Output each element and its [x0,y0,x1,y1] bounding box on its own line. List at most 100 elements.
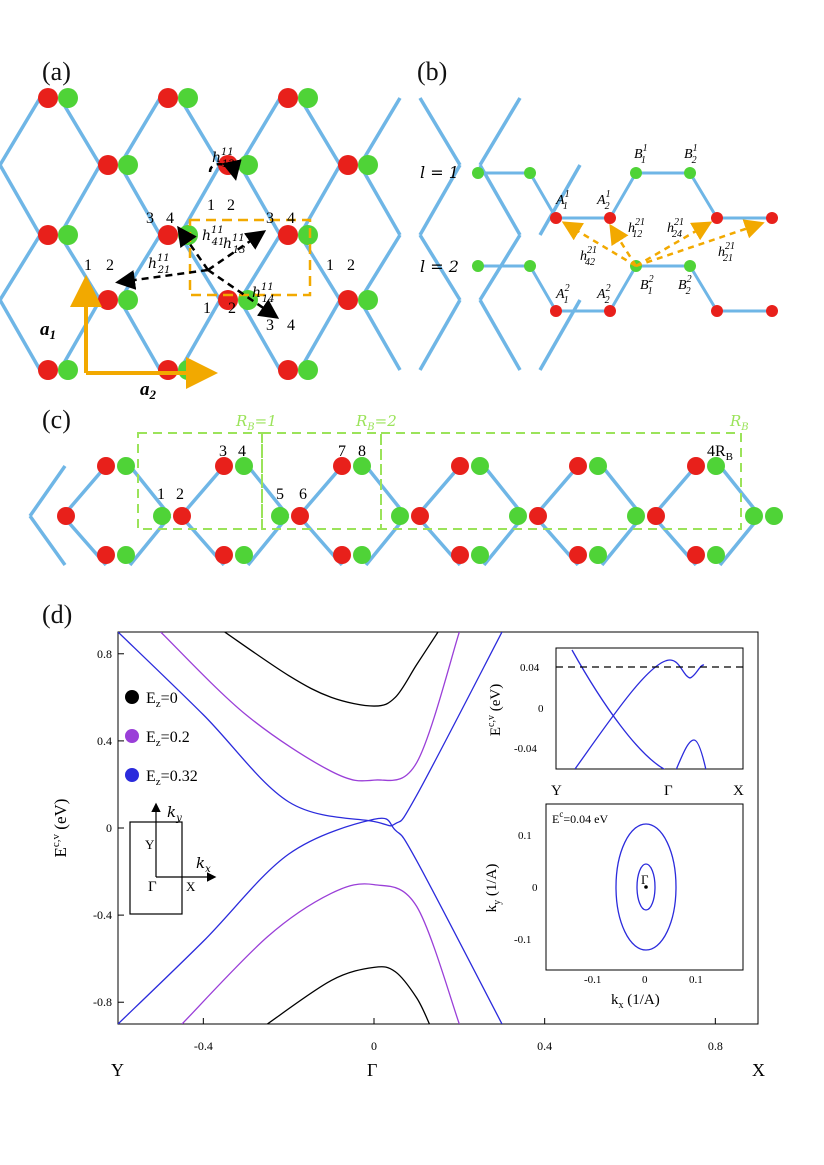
svg-text:2: 2 [228,300,236,317]
svg-text:2: 2 [176,486,184,503]
svg-text:4: 4 [287,210,295,227]
lattice-a [0,88,582,380]
svg-text:5: 5 [276,486,284,503]
svg-text:Ec=0.04 eV: Ec=0.04 eV [552,809,608,826]
svg-text:Γ: Γ [641,872,649,887]
svg-text:1: 1 [84,257,92,274]
layer1-label: l = 1 [420,163,459,182]
svg-text:-0.04: -0.04 [514,743,537,755]
main-xtick: 0 [371,1039,377,1053]
svg-text:A21: A21 [555,283,570,306]
main-ylabel: Ec,v (eV) [50,799,70,858]
band-line [118,632,503,827]
svg-text:0: 0 [642,974,648,986]
svg-text:X: X [733,783,744,799]
svg-text:RB=2: RB=2 [355,412,397,433]
main-xtick: 0.8 [708,1039,723,1053]
main-ytick: 0.8 [97,647,112,661]
svg-text:Ec,v (eV): Ec,v (eV) [486,684,504,736]
svg-text:4: 4 [287,317,295,334]
main-ytick: 0.4 [97,734,112,748]
panel-label-d: (d) [42,600,73,629]
main-ytick: -0.8 [93,995,112,1009]
svg-text:ky (1/A): ky (1/A) [484,864,503,913]
svg-text:kx (1/A): kx (1/A) [611,992,660,1011]
kpoint-Gamma: Γ [367,1060,377,1080]
ribbon-c [28,457,783,567]
svg-text:Ez=0.2: Ez=0.2 [146,729,190,749]
legend: Ez=0 Ez=0.2 Ez=0.32 [125,690,198,788]
svg-text:Y: Y [145,837,155,852]
svg-text:0: 0 [532,882,538,894]
band-line [224,632,439,707]
inset-band [571,649,666,769]
svg-text:7: 7 [338,443,346,460]
panel-label-c: (c) [42,405,71,434]
svg-text:3: 3 [266,210,274,227]
layer2-sites [472,260,778,317]
svg-text:2: 2 [106,257,114,274]
band-line [160,632,460,782]
svg-text:kx: kx [196,854,211,875]
inset-bands: 0.04 0 -0.04 Ec,v (eV) Y Γ X [486,647,744,799]
svg-text:2: 2 [227,197,235,214]
kpoint-X: X [752,1060,765,1080]
svg-text:B22: B22 [678,274,692,297]
svg-text:1: 1 [326,257,334,274]
svg-text:A12: A12 [596,189,611,212]
svg-text:0.04: 0.04 [520,662,540,674]
svg-text:RB=1: RB=1 [235,412,277,433]
svg-text:3: 3 [146,210,154,227]
svg-text:B21: B21 [640,274,654,297]
svg-text:3: 3 [266,317,274,334]
svg-text:1: 1 [207,197,215,214]
svg-text:3: 3 [219,443,227,460]
a2-label: a2 [140,379,157,402]
layer1-sites [472,167,778,224]
inset-band [574,659,705,769]
svg-text:0: 0 [538,703,544,715]
svg-text:Γ: Γ [148,879,157,895]
svg-text:X: X [186,879,196,894]
inset-band [675,739,707,769]
bz-inset: ky kx Y X Γ [129,802,217,915]
svg-text:ky: ky [167,803,182,824]
svg-text:4: 4 [166,210,174,227]
unit-cell-box [188,218,312,297]
main-ytick: 0 [106,821,112,835]
svg-text:Ez=0.32: Ez=0.32 [146,768,198,788]
main-xtick: -0.4 [194,1039,213,1053]
svg-text:6: 6 [299,486,307,503]
svg-text:8: 8 [358,443,366,460]
panel-label-b: (b) [417,57,448,86]
main-ytick: -0.4 [93,908,112,922]
band-line [118,817,503,1024]
band-line [266,966,431,1024]
svg-text:4: 4 [238,443,246,460]
svg-text:B12: B12 [684,143,698,166]
svg-text:Y: Y [551,783,562,799]
panel-label-a: (a) [42,57,71,86]
kpoint-Y: Y [111,1060,124,1080]
svg-text:RB: RB [729,412,749,433]
svg-text:Ez=0: Ez=0 [146,690,178,710]
svg-text:1: 1 [157,486,165,503]
svg-text:1: 1 [203,300,211,317]
main-xtick: 0.4 [537,1039,552,1053]
svg-text:2: 2 [347,257,355,274]
svg-text:-0.1: -0.1 [584,974,601,986]
svg-text:B11: B11 [634,143,647,166]
